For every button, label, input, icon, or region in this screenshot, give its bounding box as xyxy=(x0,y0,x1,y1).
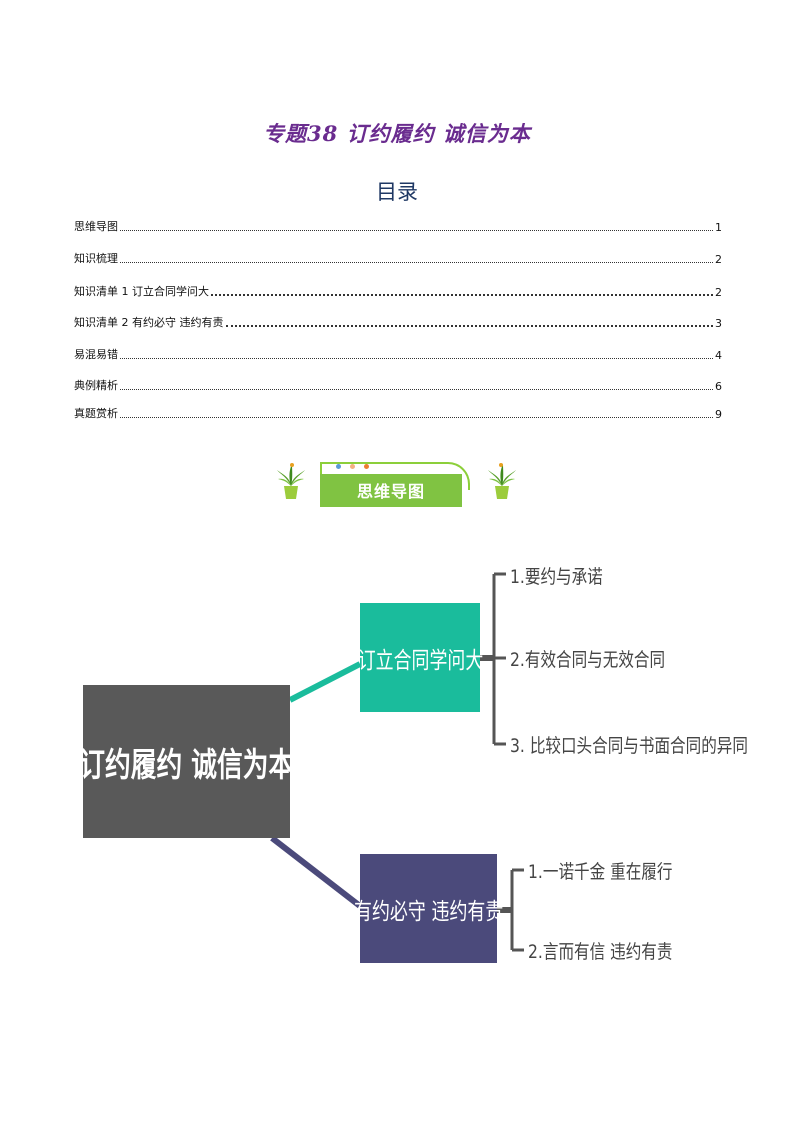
document-title: 专题38 订约履约 诚信为本 xyxy=(263,121,531,146)
toc-entry-label: 典例精析 xyxy=(74,379,118,392)
toc-entry[interactable]: 知识清单 2 有约必守 违约有责 3 xyxy=(74,314,722,330)
toc-entry-page: 2 xyxy=(715,286,722,299)
mindmap-branch: 有约必守 违约有责 xyxy=(354,854,503,963)
potted-plant-icon xyxy=(488,463,516,499)
toc-entry-label: 思维导图 xyxy=(74,220,118,233)
toc-entry-page: 4 xyxy=(715,349,722,362)
dot-icon xyxy=(336,464,341,469)
toc-leader xyxy=(225,325,713,327)
toc-entry[interactable]: 思维导图 1 xyxy=(74,218,722,234)
toc-leader xyxy=(120,389,713,390)
toc-entry[interactable]: 典例精析 6 xyxy=(74,377,722,393)
toc-entry-page: 3 xyxy=(715,317,722,330)
toc-entry-page: 6 xyxy=(715,380,722,393)
potted-plant-icon xyxy=(277,463,305,499)
mindmap-root-label: 订约履约 诚信为本 xyxy=(79,744,294,784)
toc-leader xyxy=(120,230,713,231)
toc-entry-label: 知识清单 2 有约必守 违约有责 xyxy=(74,316,224,329)
dot-icon xyxy=(350,464,355,469)
toc-entry[interactable]: 易混易错 4 xyxy=(74,346,722,362)
mindmap-leaf: 3. 比较口头合同与书面合同的异同 xyxy=(510,735,748,757)
connector-branch-1 xyxy=(288,661,362,703)
mindmap-branch-label: 有约必守 违约有责 xyxy=(353,898,504,925)
toc-entry[interactable]: 真题赏析 9 xyxy=(74,405,722,421)
mindmap-leaf: 2.言而有信 违约有责 xyxy=(528,941,673,963)
toc-entry-page: 9 xyxy=(715,408,722,421)
toc-entry-page: 1 xyxy=(715,221,722,234)
mindmap-leaf: 1.要约与承诺 xyxy=(510,566,603,588)
toc-entry-label: 知识梳理 xyxy=(74,252,118,265)
mindmap-leaf: 1.一诺千金 重在履行 xyxy=(528,861,673,883)
toc-leader xyxy=(120,262,713,263)
mindmap-branch-label: 订立合同学问大 xyxy=(357,647,483,674)
mindmap-leaf: 2.有效合同与无效合同 xyxy=(510,649,666,671)
banner-label: 思维导图 xyxy=(356,482,425,501)
toc-leader xyxy=(120,417,713,418)
toc-heading: 目录 xyxy=(376,180,418,204)
section-banner: 思维导图 xyxy=(320,462,472,508)
banner-body xyxy=(320,474,462,507)
toc-entry-label: 真题赏析 xyxy=(74,407,118,420)
toc-leader xyxy=(120,358,713,359)
mindmap-branch: 订立合同学问大 xyxy=(357,603,483,712)
dot-icon xyxy=(364,464,369,469)
connector-branch-2 xyxy=(270,835,362,909)
toc-entry-page: 2 xyxy=(715,253,722,266)
toc-leader xyxy=(211,294,713,296)
toc-entry-label: 知识清单 1 订立合同学问大 xyxy=(74,285,209,298)
toc-entry[interactable]: 知识清单 1 订立合同学问大 2 xyxy=(74,283,722,299)
toc-entry[interactable]: 知识梳理 2 xyxy=(74,250,722,266)
mindmap-root: 订约履约 诚信为本 xyxy=(79,685,294,838)
toc-entry-label: 易混易错 xyxy=(74,348,118,361)
